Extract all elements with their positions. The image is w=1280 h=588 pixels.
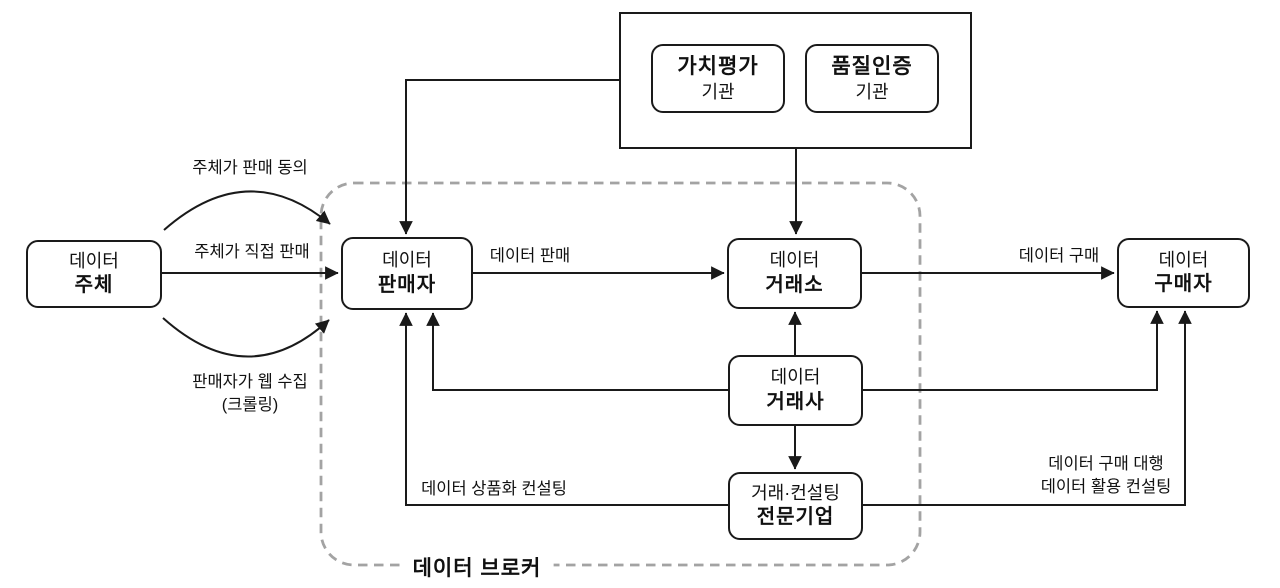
edge-label-direct-sale: 주체가 직접 판매: [194, 243, 310, 261]
node-consulting-firm-line1: 거래·컨설팅: [751, 482, 840, 503]
edge-label-commercialization-consulting: 데이터 상품화 컨설팅: [421, 480, 567, 498]
edge-agencies-seller: [399, 79, 620, 235]
node-quality-agency: 품질인증 기관: [805, 44, 939, 113]
node-data-seller-line2: 판매자: [377, 273, 437, 296]
edge-label-data-purchase: 데이터 구매: [1018, 247, 1100, 265]
edge-label-purchase-agency-line1: 데이터 구매 대행: [1048, 455, 1164, 473]
node-data-subject: 데이터 주체: [26, 240, 162, 308]
edge-label-purchase-agency: 데이터 구매 대행 데이터 활용 컨설팅: [1041, 453, 1172, 499]
edge-trader-seller: [426, 312, 728, 391]
node-data-buyer-line1: 데이터: [1158, 249, 1209, 270]
node-data-trader-line2: 거래사: [766, 390, 825, 413]
node-quality-agency-line1: 품질인증: [831, 54, 913, 78]
node-data-trader-line1: 데이터: [770, 367, 821, 388]
node-data-buyer-line2: 구매자: [1154, 273, 1213, 296]
edge-label-data-sale: 데이터 판매: [489, 247, 571, 265]
edge-consulting-buyer: [863, 310, 1192, 506]
node-quality-agency-line2: 기관: [855, 81, 889, 102]
node-data-buyer: 데이터 구매자: [1117, 238, 1250, 308]
edge-subject-seller-consent: [163, 190, 331, 231]
node-data-subject-line1: 데이터: [69, 250, 119, 271]
node-consulting-firm-line2: 전문기업: [756, 506, 835, 529]
node-data-exchange: 데이터 거래소: [727, 238, 862, 309]
edge-trader-buyer: [863, 310, 1164, 391]
node-data-trader: 데이터 거래사: [728, 355, 863, 426]
node-valuation-agency: 가치평가 기관: [651, 44, 785, 113]
node-consulting-firm: 거래·컨설팅 전문기업: [728, 472, 863, 540]
node-data-seller-line1: 데이터: [382, 250, 432, 271]
edge-label-web-crawl: 판매자가 웹 수집 (크롤링): [192, 371, 307, 417]
node-valuation-agency-line2: 기관: [701, 81, 735, 102]
data-broker-region-outline: [319, 181, 922, 567]
edge-label-consent: 주체가 판매 동의: [192, 159, 308, 177]
node-data-seller: 데이터 판매자: [341, 237, 473, 310]
data-broker-region-label: 데이터 브로커: [400, 552, 554, 582]
node-data-subject-line2: 주체: [74, 274, 114, 297]
edge-consulting-seller: [399, 312, 728, 506]
edge-label-web-crawl-line1: 판매자가 웹 수집: [192, 373, 308, 391]
edge-subject-seller-crawl: [162, 317, 330, 358]
edge-label-web-crawl-line2: (크롤링): [221, 396, 279, 414]
edge-label-purchase-agency-line2: 데이터 활용 컨설팅: [1040, 478, 1172, 496]
node-valuation-agency-line1: 가치평가: [677, 54, 759, 78]
node-data-exchange-line2: 거래소: [765, 273, 824, 296]
node-data-exchange-line1: 데이터: [769, 250, 820, 271]
